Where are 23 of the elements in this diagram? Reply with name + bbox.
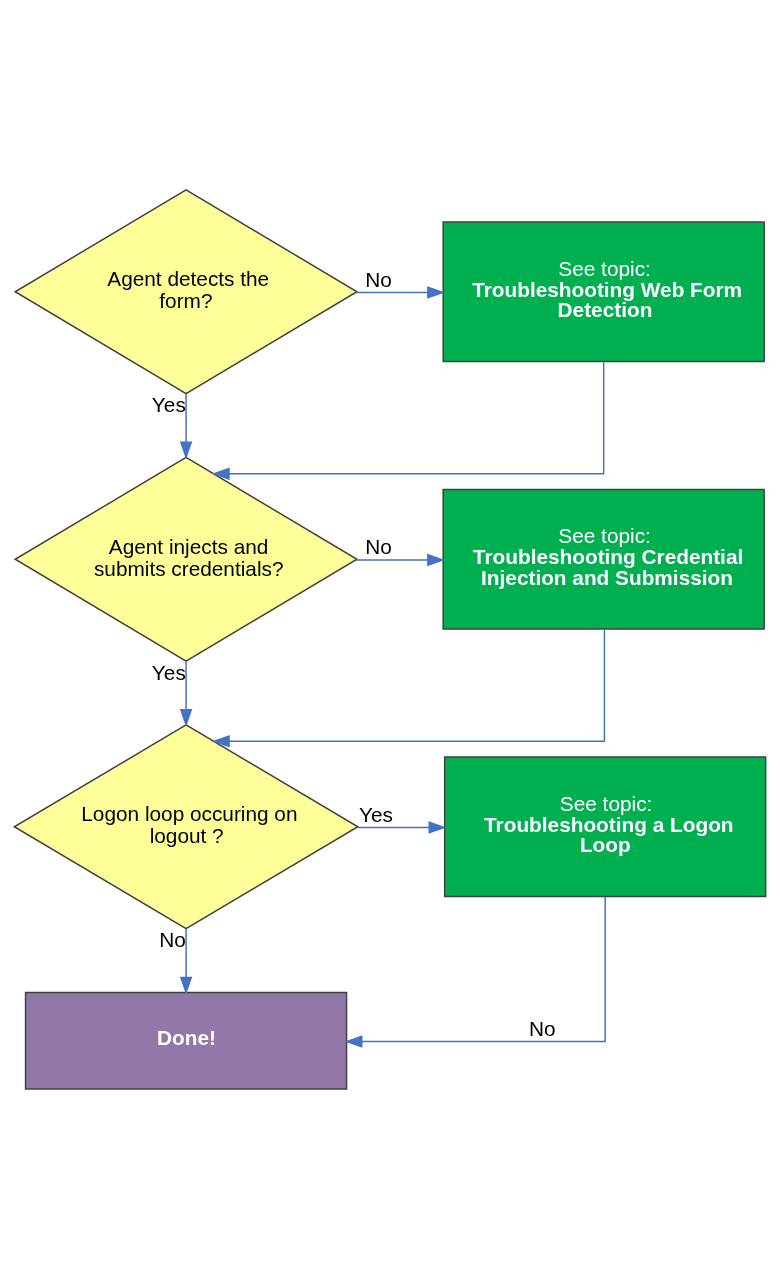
node-diamond: Agent detects the form? (13, 189, 359, 395)
node-diamond: Agent injects and submits credentials? (13, 456, 359, 662)
arrow (355, 286, 445, 299)
arrow (179, 660, 193, 727)
node-box: Done! (24, 991, 348, 1090)
edge-label: Yes (151, 393, 186, 417)
arrow (179, 928, 193, 995)
node-box: See topic: Troubleshooting Web Form Detection (442, 221, 765, 363)
arrow (211, 360, 605, 481)
node-diamond: Logon loop occuring on logout ? (12, 724, 360, 930)
arrow (344, 896, 606, 1048)
edge-label: No (528, 1016, 556, 1040)
arrow (179, 392, 193, 460)
arrow (356, 821, 447, 834)
arrow (211, 628, 606, 748)
edge-label: Yes (151, 660, 186, 684)
node-box: See topic: Troubleshooting Credential Injection and Submission (442, 488, 765, 630)
edge-label: No (159, 928, 186, 952)
edge-label: No (365, 535, 392, 559)
edge-label: No (365, 267, 392, 291)
arrow (355, 553, 445, 567)
edge-label: Yes (359, 802, 393, 826)
node-box: See topic: Troubleshooting a Logon Loop (443, 756, 767, 898)
